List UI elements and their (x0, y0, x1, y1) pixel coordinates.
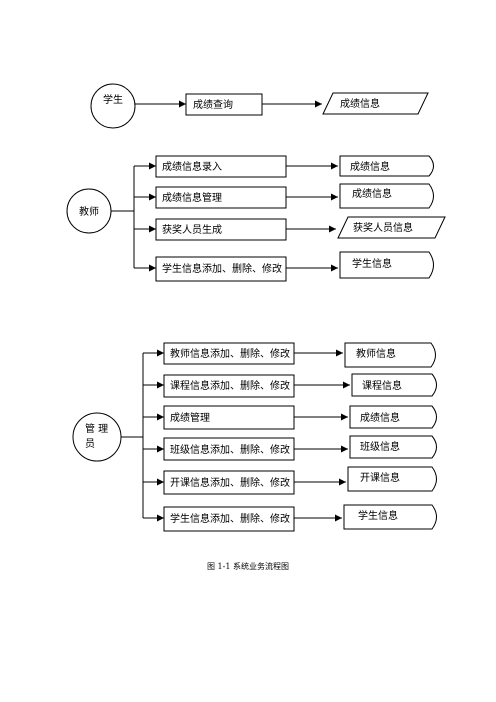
student-process-label: 成绩查询 (193, 98, 233, 111)
student-section: 学生 成绩查询 成绩信息 (90, 83, 429, 129)
admin-row-2-output-label: 课程信息 (362, 379, 402, 392)
admin-row-6-output-label: 学生信息 (358, 509, 398, 522)
student-actor-circle (90, 83, 136, 129)
teacher-row-1-output-store (339, 155, 434, 177)
admin-section: 管 理 员 教师信息添加、删除、修改 教师信息 课程信息添加、删除、修改 课程信… (72, 342, 437, 532)
admin-row-2-process-box (163, 374, 295, 398)
teacher-row-4-process-label: 学生信息添加、删除、修改 (162, 262, 282, 275)
admin-row-2-output-store (351, 373, 437, 397)
teacher-row-4-output-label: 学生信息 (352, 257, 392, 270)
admin-row-1-process-label: 教师信息添加、删除、修改 (170, 347, 290, 360)
admin-row-3-output-label: 成绩信息 (360, 411, 400, 424)
teacher-row-3-process-label: 获奖人员生成 (162, 223, 222, 236)
admin-row-1-output-store (344, 342, 436, 368)
teacher-row-1-output-label: 成绩信息 (350, 160, 390, 173)
admin-row-4-output-label: 班级信息 (360, 440, 400, 453)
admin-row-2-process-label: 课程信息添加、删除、修改 (170, 379, 290, 392)
teacher-row-2-output-label: 成绩信息 (352, 187, 392, 200)
admin-actor-label-line1: 管 理 (85, 422, 108, 435)
admin-row-5-output-label: 开课信息 (360, 471, 400, 484)
teacher-row-2-output-store (339, 183, 434, 209)
student-output-label: 成绩信息 (340, 97, 380, 110)
teacher-row-3-output-label: 获奖人员信息 (353, 221, 413, 234)
admin-actor-circle (72, 412, 122, 462)
admin-row-3-output-store (349, 405, 437, 429)
teacher-row-1-process-label: 成绩信息录入 (162, 160, 222, 173)
admin-row-4-process-label: 班级信息添加、删除、修改 (170, 443, 290, 456)
student-actor-label: 学生 (103, 93, 123, 106)
student-output-parallelogram (322, 92, 429, 115)
figure-caption: 图 1-1 系统业务流程图 (207, 562, 289, 571)
admin-actor-label-line2: 员 (85, 438, 95, 450)
teacher-row-4-process-box (155, 256, 287, 282)
admin-row-6-output-store (343, 504, 437, 530)
teacher-section: 教师 成绩信息录入 成绩信息 成绩信息管理 成绩信息 获奖人员生成 获奖人员信息… (66, 155, 446, 282)
teacher-row-3-output-parallelogram (337, 216, 446, 239)
teacher-actor-label: 教师 (79, 205, 99, 218)
admin-row-1-output-label: 教师信息 (356, 347, 396, 360)
admin-row-4-output-store (349, 435, 437, 459)
teacher-row-4-output-store (339, 251, 434, 279)
admin-row-3-process-label: 成绩管理 (170, 411, 210, 424)
admin-row-5-process-label: 开课信息添加、删除、修改 (170, 476, 290, 489)
admin-row-5-output-store (347, 466, 437, 492)
admin-row-6-process-box (163, 506, 295, 532)
admin-row-6-process-label: 学生信息添加、删除、修改 (170, 512, 290, 525)
teacher-row-2-process-label: 成绩信息管理 (162, 191, 222, 204)
